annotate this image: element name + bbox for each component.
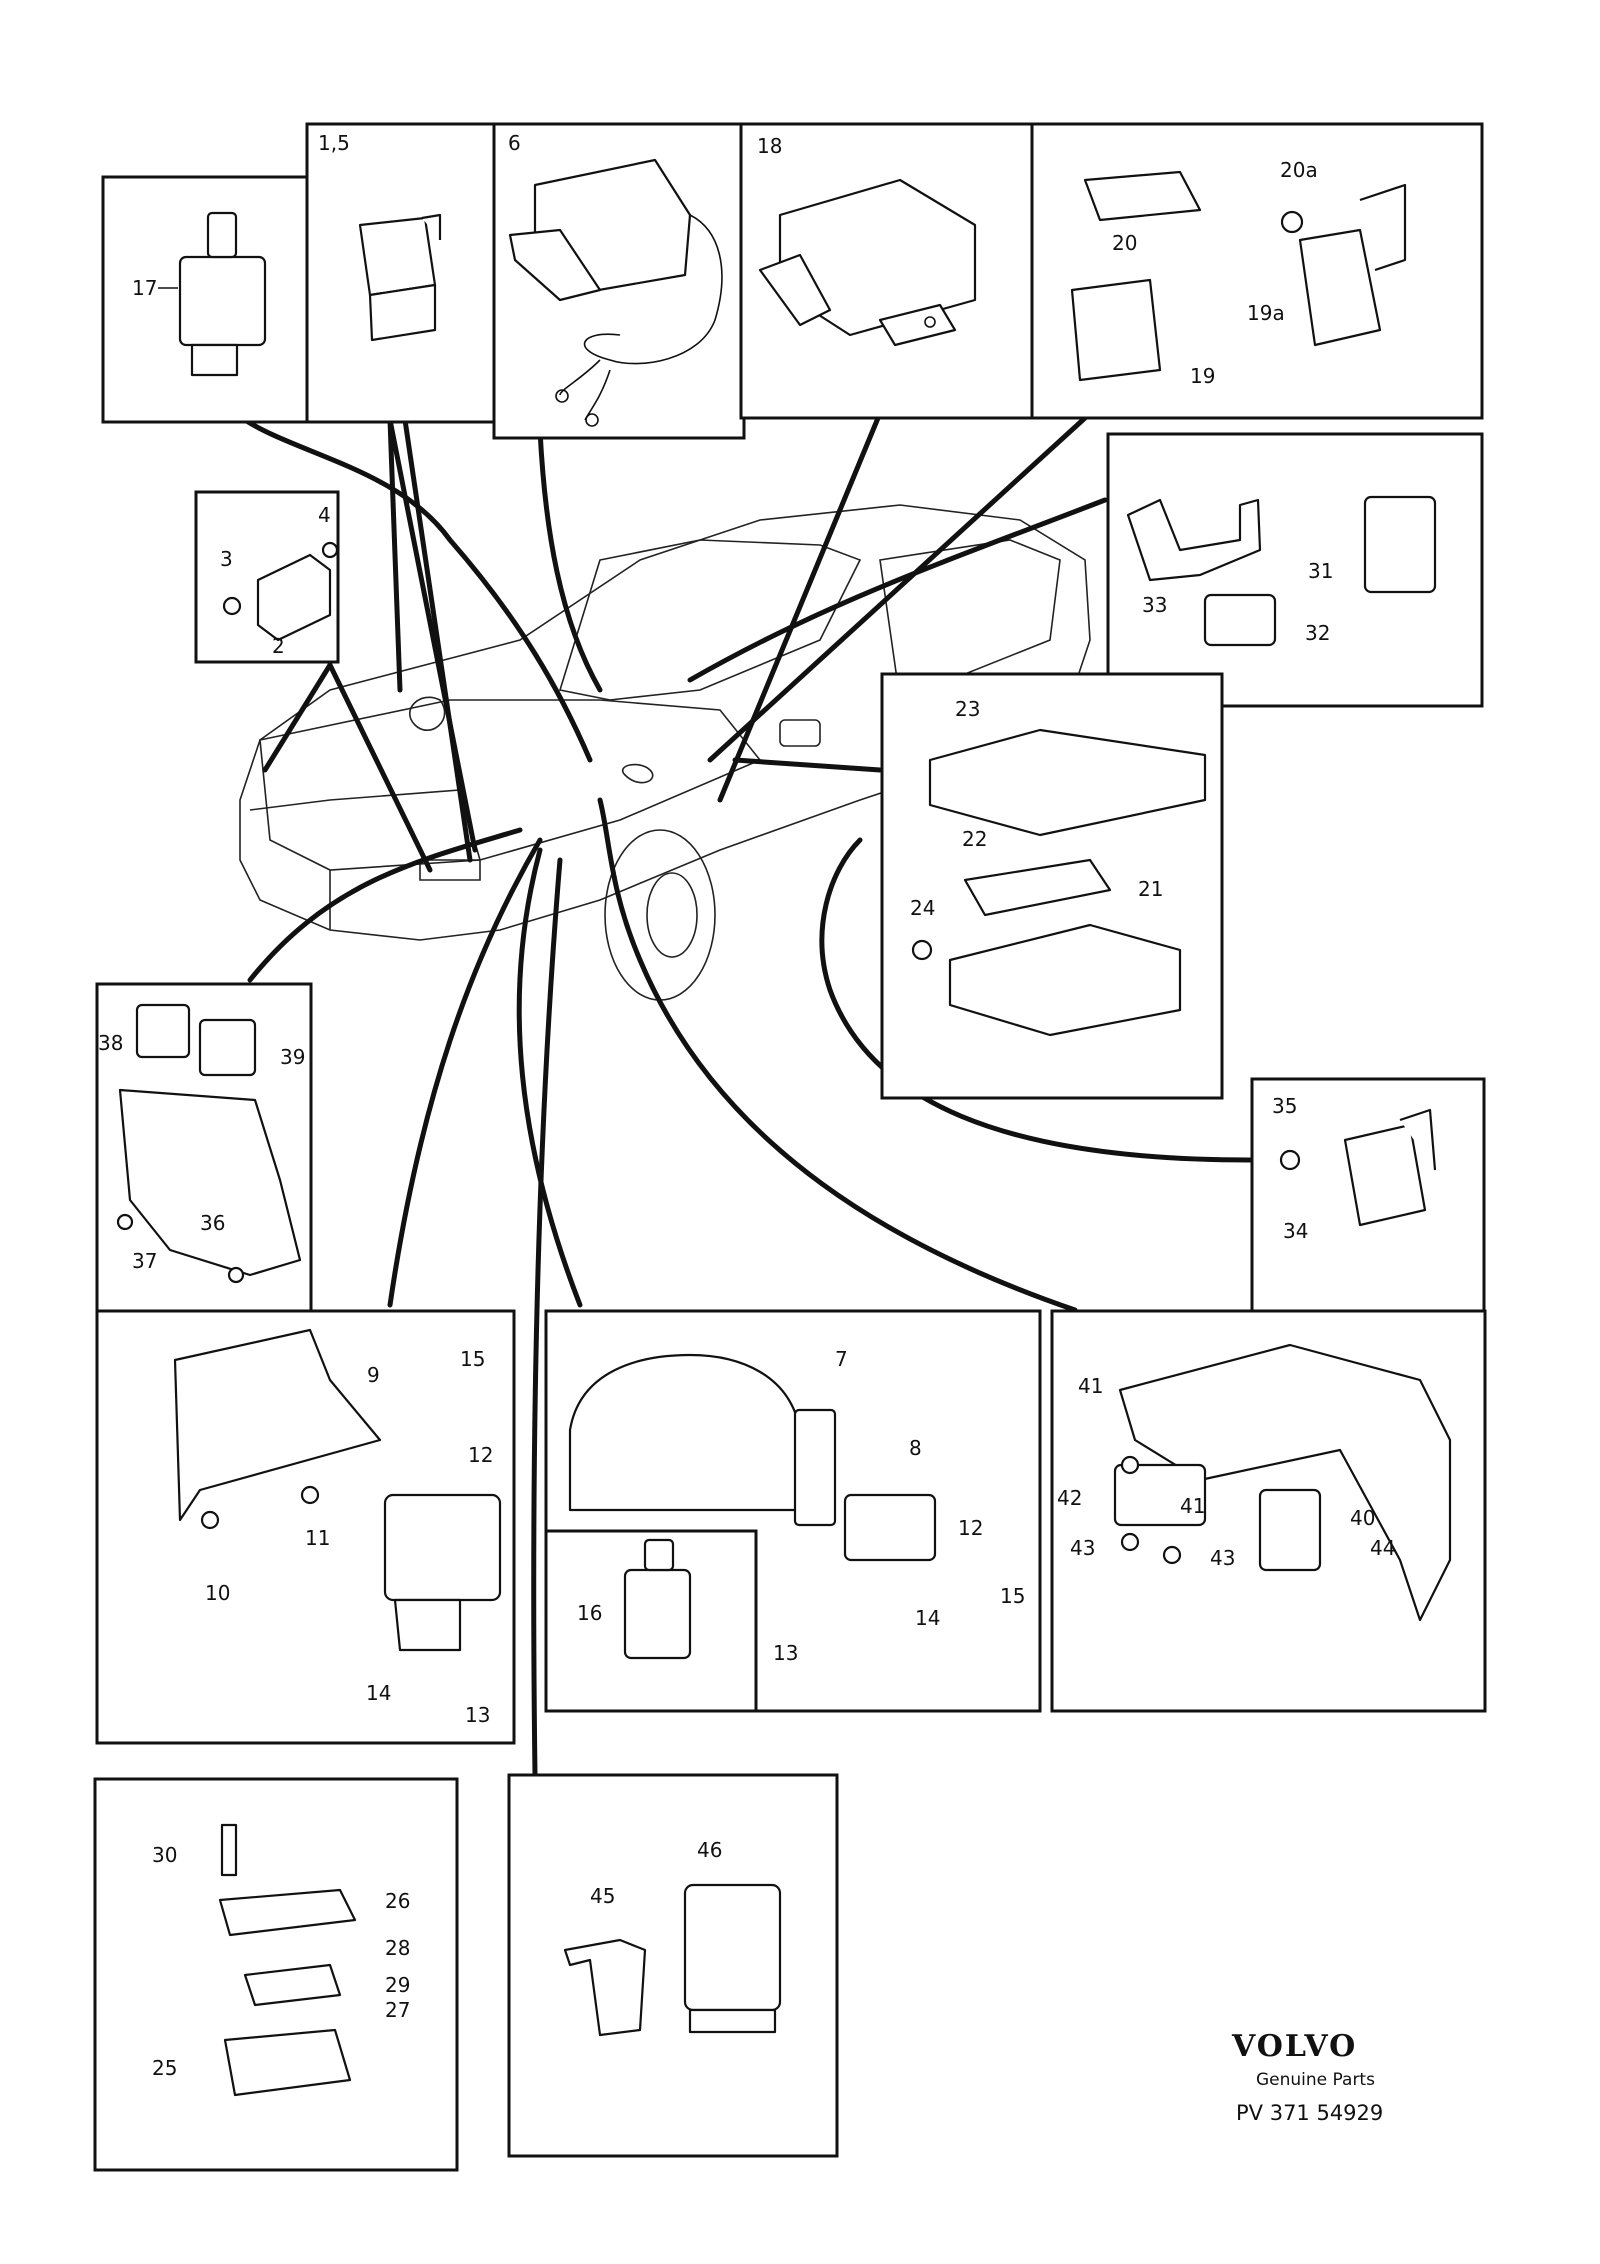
- part-label: 12: [958, 1516, 983, 1540]
- part-label: 11: [305, 1526, 330, 1550]
- panel-40-44-right: 41 42 41 40 43 43 44: [1050, 1309, 1487, 1713]
- part-label: 7: [835, 1347, 848, 1371]
- part-label: 14: [366, 1681, 391, 1705]
- part-number-code: PV 371 54929: [1236, 2101, 1383, 2125]
- part-label: 20a: [1280, 158, 1318, 182]
- part-label: 26: [385, 1889, 410, 1913]
- part-label: 3: [220, 547, 233, 571]
- part-label: 33: [1142, 593, 1167, 617]
- panel-36-39: 38 39 36 37: [95, 982, 313, 1316]
- part-label: 19: [1190, 364, 1215, 388]
- part-label: 45: [590, 1884, 615, 1908]
- part-label: 27: [385, 1998, 410, 2022]
- panel-1-5: 1,5: [305, 122, 499, 424]
- panel-7-16-middle: 7 8 12 16 15 14 13: [544, 1309, 1042, 1713]
- part-label: 10: [205, 1581, 230, 1605]
- panel-34-35: 35 34: [1250, 1077, 1486, 1316]
- panel-31-33: 31 33 32: [1106, 432, 1484, 708]
- part-label: 38: [98, 1031, 123, 1055]
- panel-6: 6: [492, 122, 746, 440]
- part-label: 44: [1370, 1536, 1395, 1560]
- part-label: 25: [152, 2056, 177, 2080]
- panel-45-46: 46 45: [507, 1773, 839, 2158]
- part-label: 40: [1350, 1506, 1375, 1530]
- part-label: 43: [1210, 1546, 1235, 1570]
- panel-25-30: 30 26 28 29 27 25: [93, 1777, 459, 2172]
- part-label: 1,5: [318, 131, 350, 155]
- part-label: 23: [955, 697, 980, 721]
- part-label: 15: [1000, 1584, 1025, 1608]
- part-label: 43: [1070, 1536, 1095, 1560]
- part-label: 28: [385, 1936, 410, 1960]
- part-label: 18: [757, 134, 782, 158]
- panel-19-20: 20a 20 19a 19: [1030, 122, 1484, 420]
- panel-2: 3 4 2: [194, 490, 340, 664]
- part-label: 16: [577, 1601, 602, 1625]
- part-label: 22: [962, 827, 987, 851]
- panel-21-24: 23 22 21 24: [880, 672, 1224, 1100]
- part-label: 32: [1305, 621, 1330, 645]
- part-label: 41: [1078, 1374, 1103, 1398]
- part-label: 19a: [1247, 301, 1285, 325]
- part-label: 37: [132, 1249, 157, 1273]
- part-label: 31: [1308, 559, 1333, 583]
- part-label: 15: [460, 1347, 485, 1371]
- part-label: 17: [132, 276, 157, 300]
- part-label: 42: [1057, 1486, 1082, 1510]
- part-label: 39: [280, 1045, 305, 1069]
- part-label: 34: [1283, 1219, 1308, 1243]
- part-label: 24: [910, 896, 935, 920]
- part-label: 21: [1138, 877, 1163, 901]
- part-label: 12: [468, 1443, 493, 1467]
- part-label: 35: [1272, 1094, 1297, 1118]
- part-label: 2: [272, 634, 285, 658]
- part-label: 20: [1112, 231, 1137, 255]
- panel-17: 17: [101, 175, 316, 424]
- leader-lines: [242, 415, 1253, 1778]
- part-label: 13: [465, 1703, 490, 1727]
- part-label: 14: [915, 1606, 940, 1630]
- part-label: 13: [773, 1641, 798, 1665]
- part-label: 41: [1180, 1494, 1205, 1518]
- panel-9-15-left: 9 15 12 11 10 14 13: [95, 1309, 516, 1745]
- genuine-parts-label: Genuine Parts: [1256, 2070, 1375, 2090]
- volvo-brand: VOLVO: [1231, 2029, 1357, 2064]
- part-label: 9: [367, 1363, 380, 1387]
- part-label: 4: [318, 503, 331, 527]
- part-label: 30: [152, 1843, 177, 1867]
- part-label: 46: [697, 1838, 722, 1862]
- panel-18: 18: [739, 122, 1037, 420]
- part-label: 8: [909, 1436, 922, 1460]
- part-label: 36: [200, 1211, 225, 1235]
- part-label: 6: [508, 131, 521, 155]
- part-label: 29: [385, 1973, 410, 1997]
- footer: VOLVO Genuine Parts PV 371 54929: [1231, 2029, 1383, 2125]
